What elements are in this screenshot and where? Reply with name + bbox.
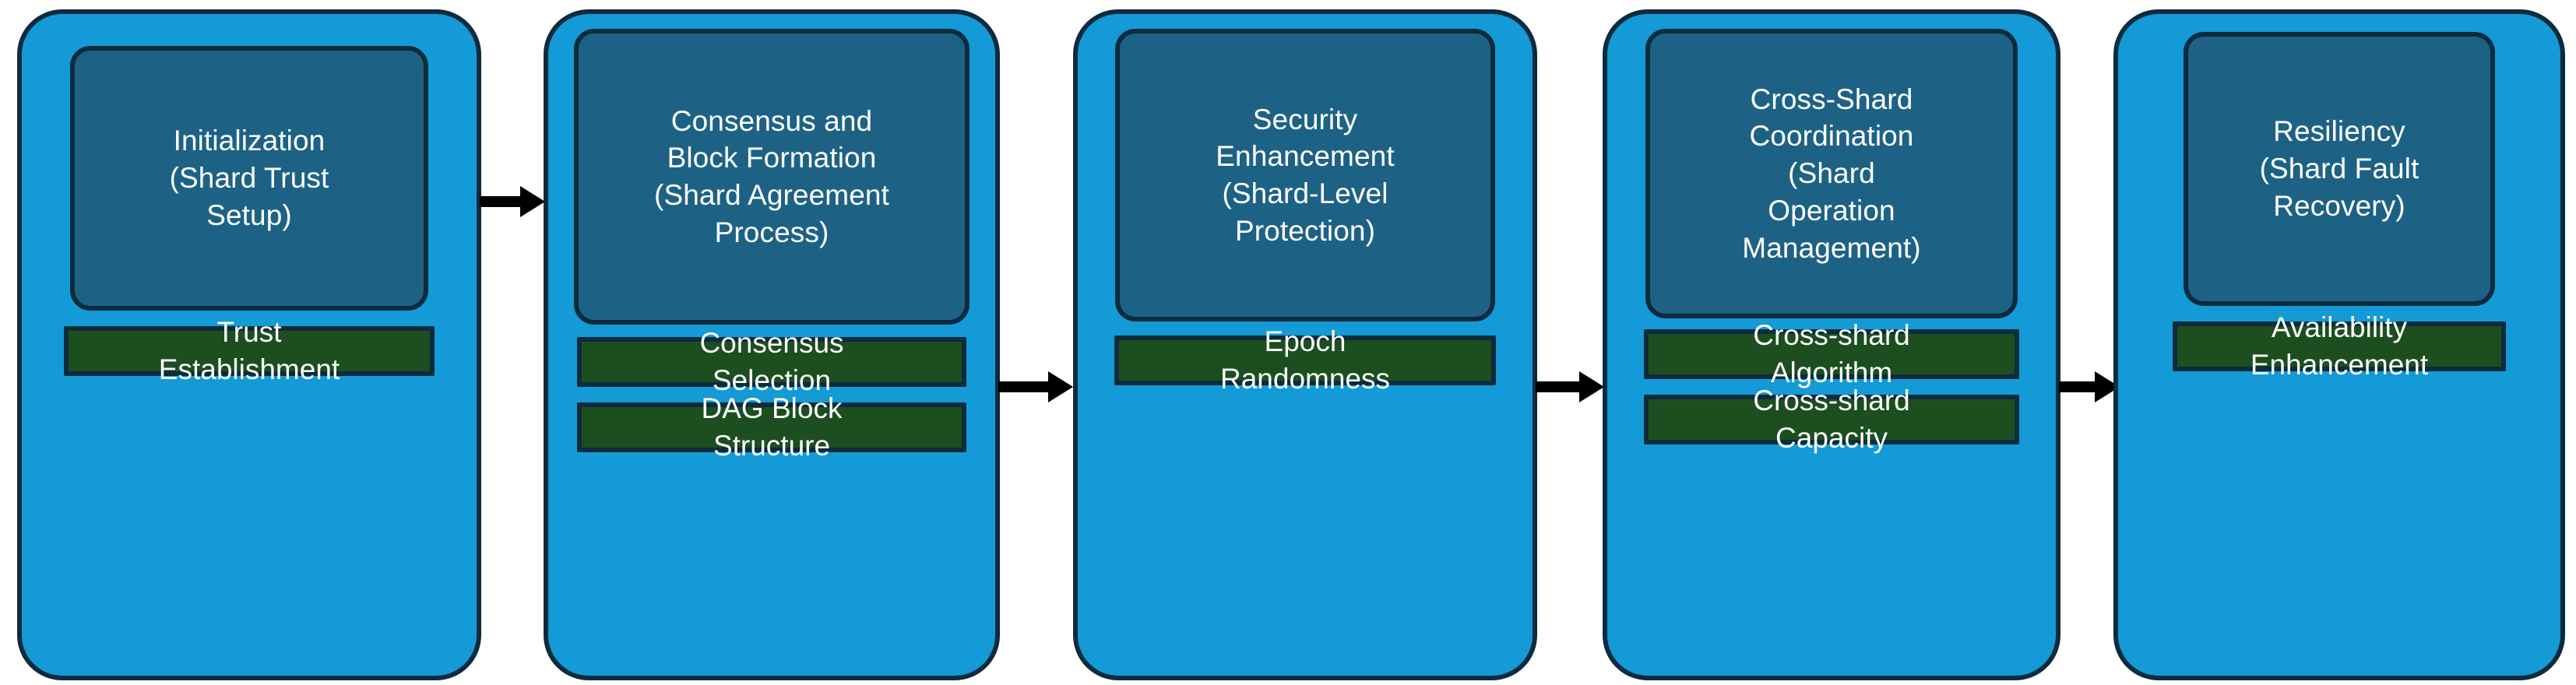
- component-dag-block-structure[interactable]: DAG Block Structure: [577, 392, 966, 462]
- phase-label-consensus-block-formation: Consensus and Block Formation (Shard Agr…: [574, 29, 970, 325]
- component-consensus-selection[interactable]: Consensus Selection: [577, 327, 966, 396]
- arrow-head: [1579, 371, 1604, 402]
- arrow-shaft: [2059, 381, 2096, 392]
- stage-cross-shard-coordination[interactable]: Cross-Shard Coordination (Shard Operatio…: [1603, 9, 2060, 680]
- stage-security-enhancement[interactable]: Security Enhancement (Shard-Level Protec…: [1073, 9, 1537, 680]
- stage-resiliency[interactable]: Resiliency (Shard Fault Recovery) Availa…: [2113, 9, 2565, 680]
- phase-label-cross-shard-coordination: Cross-Shard Coordination (Shard Operatio…: [1645, 29, 2018, 318]
- stage-initialization[interactable]: Initialization (Shard Trust Setup) Trust…: [17, 9, 481, 680]
- arrow-shaft: [998, 381, 1050, 392]
- component-cross-shard-algorithm[interactable]: Cross-shard Algorithm: [1644, 319, 2019, 388]
- arrow-head: [520, 186, 545, 217]
- component-cross-shard-capacity[interactable]: Cross-shard Capacity: [1644, 385, 2019, 454]
- component-trust-establishment[interactable]: Trust Establishment: [64, 316, 435, 385]
- arrow-shaft: [480, 196, 522, 207]
- phase-label-initialization: Initialization (Shard Trust Setup): [70, 46, 428, 311]
- component-availability-enhancement[interactable]: Availability Enhancement: [2173, 311, 2506, 381]
- stage-consensus-block-formation[interactable]: Consensus and Block Formation (Shard Agr…: [544, 9, 1000, 680]
- phase-label-resiliency: Resiliency (Shard Fault Recovery): [2184, 32, 2495, 306]
- phase-label-security-enhancement: Security Enhancement (Shard-Level Protec…: [1115, 29, 1495, 321]
- component-epoch-randomness[interactable]: Epoch Randomness: [1114, 325, 1496, 395]
- arrow-shaft: [1536, 381, 1581, 392]
- arrow-head: [1048, 371, 1073, 402]
